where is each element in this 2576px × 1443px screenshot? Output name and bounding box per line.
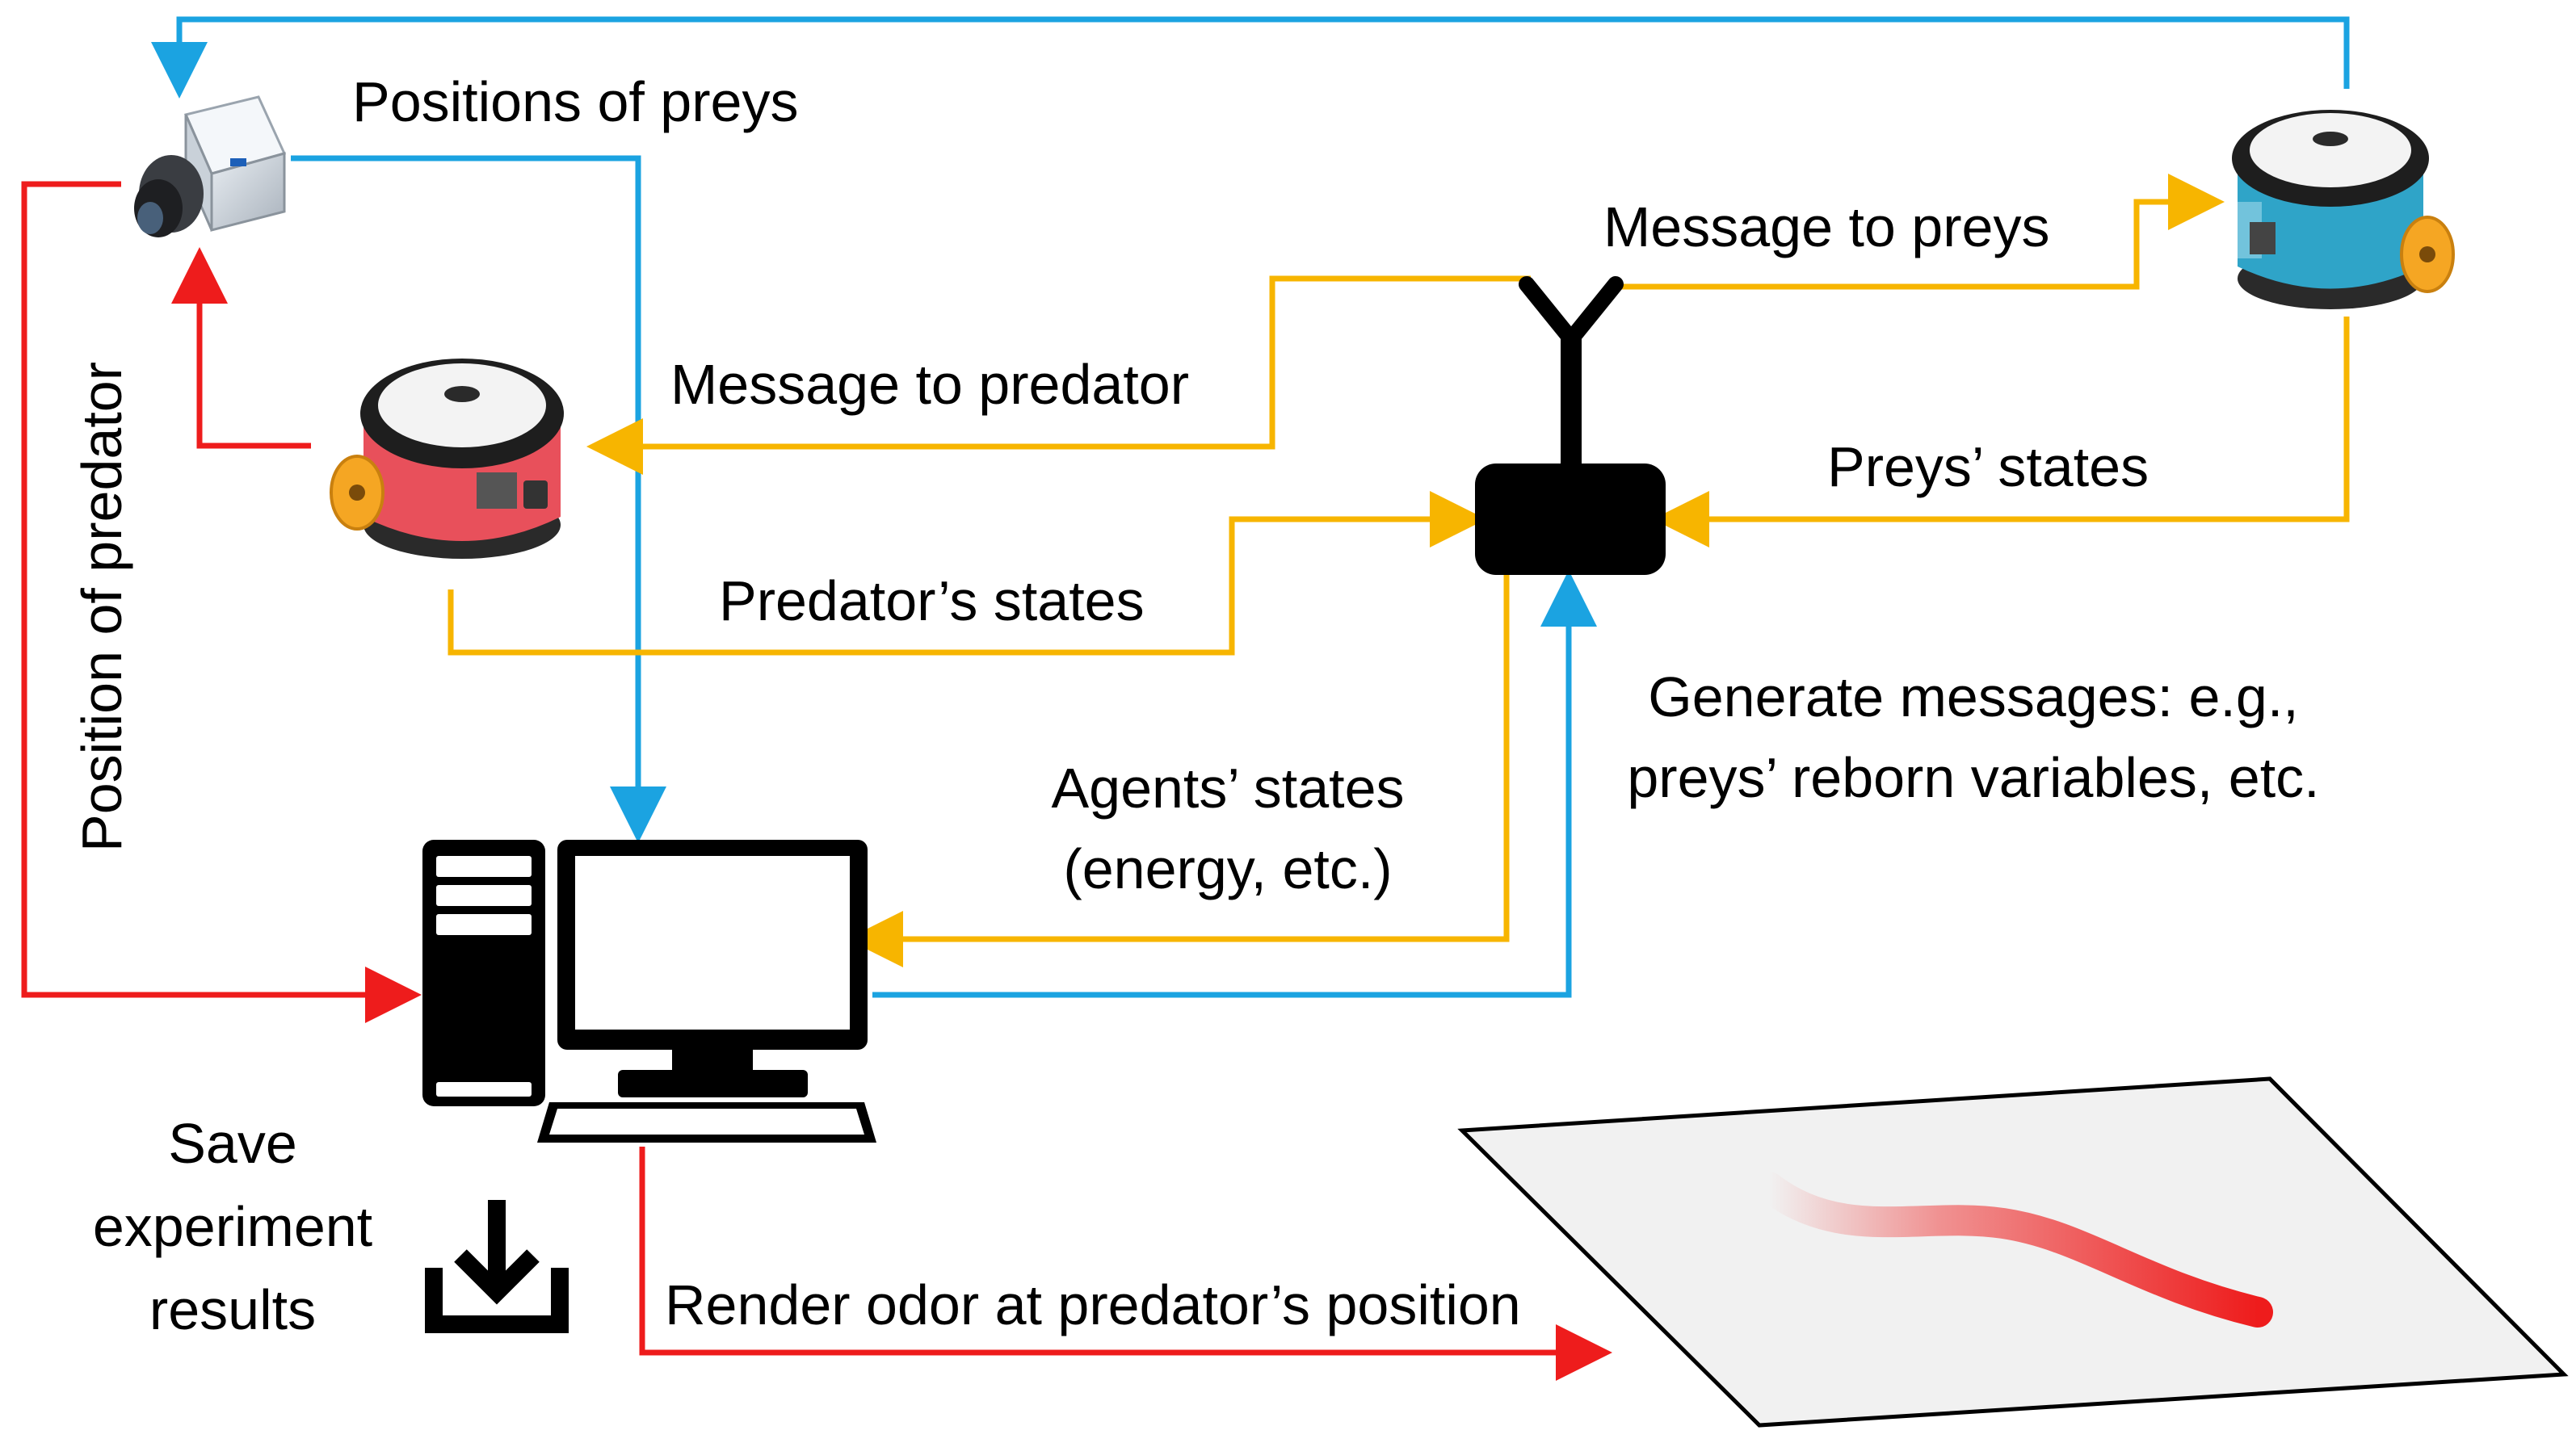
download-icon <box>425 1200 569 1333</box>
label-message-to-preys: Message to preys <box>1603 195 2049 258</box>
predator-robot-icon <box>330 359 564 559</box>
arrow-predator-to-radio <box>448 491 1486 656</box>
antenna-icon <box>1519 276 1624 468</box>
label-positions-of-preys: Positions of preys <box>352 70 798 133</box>
label-save-line1: Save <box>168 1112 297 1175</box>
label-agents-states-line1: Agents’ states <box>1051 757 1404 820</box>
camera-icon <box>134 95 287 237</box>
label-generate-messages-line2: preys’ reborn variables, etc. <box>1627 746 2319 809</box>
arrow-computer-to-floor <box>639 1147 1612 1381</box>
arrow-camera-position-to-computer <box>21 181 422 1023</box>
label-position-of-predator: Position of predator <box>70 362 133 852</box>
arrow-radio-to-computer <box>847 572 1510 967</box>
computer-icon <box>422 840 876 1143</box>
label-generate-messages-line1: Generate messages: e.g., <box>1648 665 2298 728</box>
arrow-camera-to-computer <box>291 155 666 843</box>
arrow-antenna-to-predator <box>586 275 1531 475</box>
label-message-to-predator: Message to predator <box>670 353 1189 416</box>
label-agents-states-line2: (energy, etc.) <box>1063 837 1392 900</box>
arrow-prey-to-radio <box>1653 317 2350 547</box>
label-save-line2: experiment <box>93 1195 372 1258</box>
label-render-odor: Render odor at predator’s position <box>665 1273 1521 1336</box>
arrow-computer-to-radio <box>872 570 1597 998</box>
label-save-line3: results <box>149 1278 316 1341</box>
prey-robot-icon <box>2232 110 2455 309</box>
arrow-antenna-to-prey <box>1616 174 2225 290</box>
radio-module-icon <box>1475 464 1666 575</box>
label-preys-states: Preys’ states <box>1827 435 2149 498</box>
label-predators-states: Predator’s states <box>719 569 1145 632</box>
arrow-prey-to-camera <box>151 16 2350 99</box>
odor-floor-icon <box>1457 1076 2569 1428</box>
arrow-predator-to-camera <box>171 247 311 449</box>
